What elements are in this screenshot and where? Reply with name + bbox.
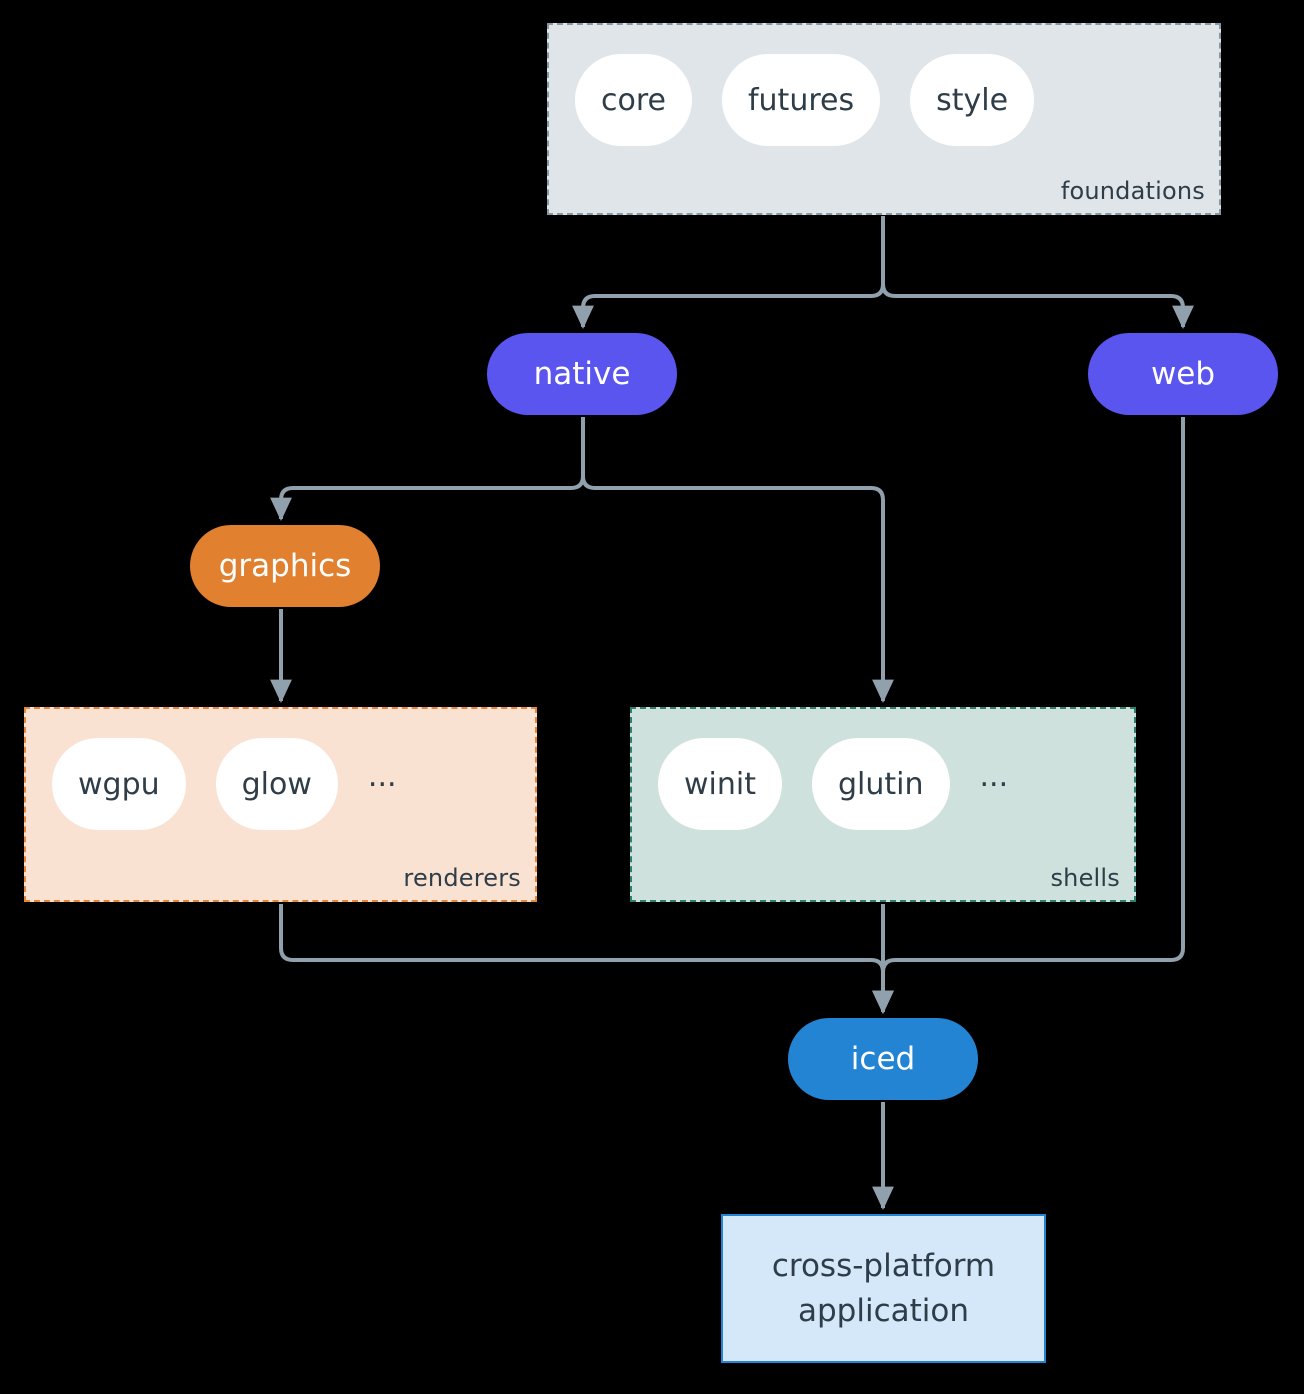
node-native[interactable]: native <box>487 333 677 415</box>
foundations-node-row: core futures style <box>575 54 1035 146</box>
node-wgpu[interactable]: wgpu <box>52 738 186 830</box>
node-iced[interactable]: iced <box>788 1018 978 1100</box>
node-futures[interactable]: futures <box>721 54 881 146</box>
edge-native-graphics <box>270 417 585 521</box>
node-style[interactable]: style <box>910 54 1035 146</box>
group-foundations[interactable]: core futures style foundations <box>547 23 1221 215</box>
group-label-renderers: renderers <box>403 864 521 892</box>
node-cross-platform-application[interactable]: cross-platform application <box>721 1214 1046 1363</box>
edge-foundations-web <box>881 216 1194 329</box>
node-glow[interactable]: glow <box>215 738 338 830</box>
application-label-line2: application <box>798 1292 969 1329</box>
group-label-foundations: foundations <box>1060 177 1205 205</box>
group-shells[interactable]: winit glutin ... shells <box>630 707 1136 902</box>
node-graphics[interactable]: graphics <box>190 525 380 607</box>
shells-more-ellipsis: ... <box>979 759 1009 794</box>
edge-renderers-iced <box>279 904 894 1014</box>
application-label-line1: cross-platform <box>771 1248 996 1285</box>
edge-native-shells <box>581 417 894 703</box>
node-glutin[interactable]: glutin <box>811 738 950 830</box>
node-web[interactable]: web <box>1088 333 1278 415</box>
group-label-shells: shells <box>1050 864 1120 892</box>
node-winit[interactable]: winit <box>658 738 782 830</box>
group-renderers[interactable]: wgpu glow ... renderers <box>24 707 537 902</box>
node-core[interactable]: core <box>575 54 692 146</box>
renderers-more-ellipsis: ... <box>367 759 397 794</box>
renderers-node-row: wgpu glow ... <box>52 738 397 830</box>
shells-node-row: winit glutin ... <box>658 738 1008 830</box>
edge-foundations-native <box>572 216 885 329</box>
